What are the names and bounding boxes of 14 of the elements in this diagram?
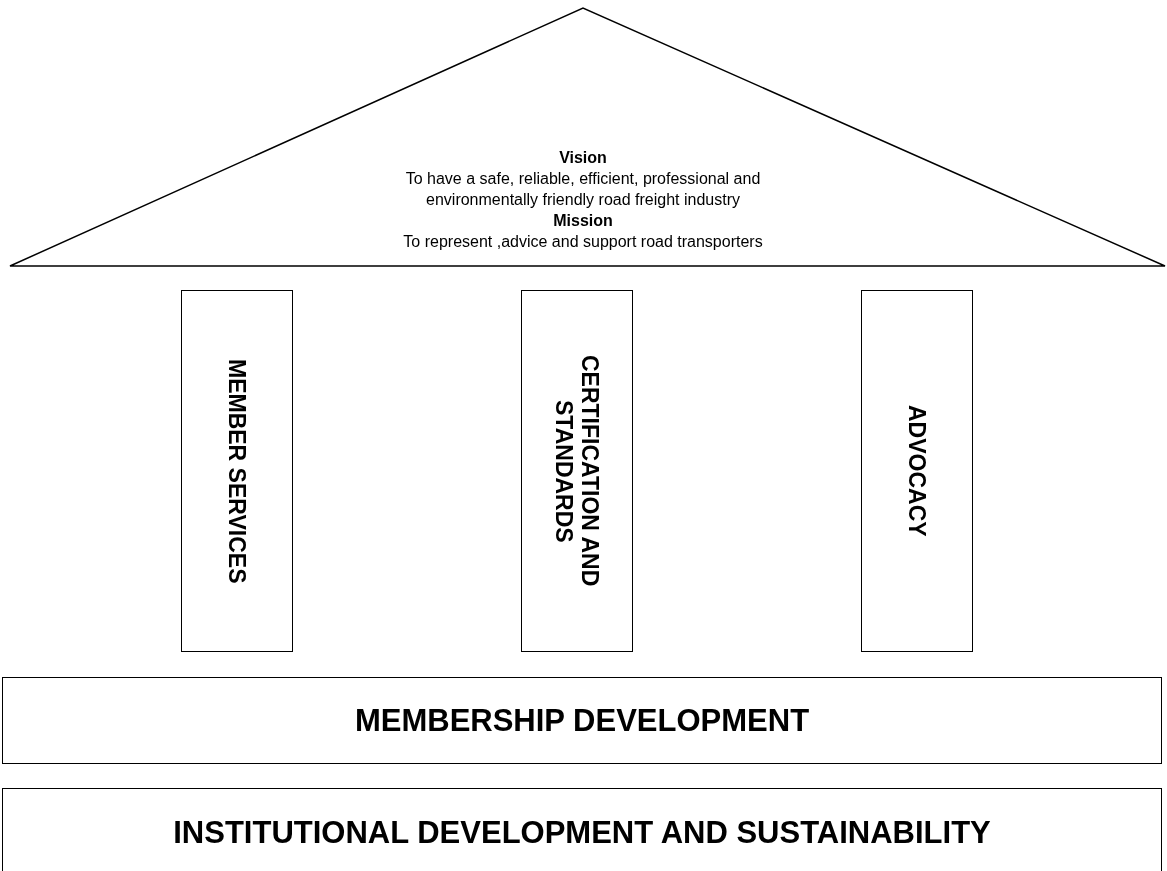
pillar-label: ADVOCACY bbox=[904, 405, 930, 537]
pillar-box bbox=[521, 290, 633, 652]
section-heading: Vision bbox=[558, 148, 608, 168]
pillar-label: CERTIFICATION AND STANDARDS bbox=[551, 354, 603, 589]
pillar-label: MEMBER SERVICES bbox=[224, 358, 250, 584]
band-label: MEMBERSHIP DEVELOPMENT bbox=[354, 702, 810, 739]
band-label: INSTITUTIONAL DEVELOPMENT AND SUSTAINABILITY bbox=[173, 815, 991, 851]
pillar-box bbox=[861, 290, 973, 652]
statement-text: To have a safe, reliable, efficient, professional and environmentally friendly road freight industry bbox=[404, 169, 762, 210]
pillar-box bbox=[181, 290, 293, 652]
foundation-band bbox=[2, 677, 1162, 764]
foundation-band bbox=[2, 788, 1162, 871]
section-heading: Mission bbox=[552, 211, 614, 231]
statement-text: To represent ,advice and support road transporters bbox=[402, 232, 764, 252]
